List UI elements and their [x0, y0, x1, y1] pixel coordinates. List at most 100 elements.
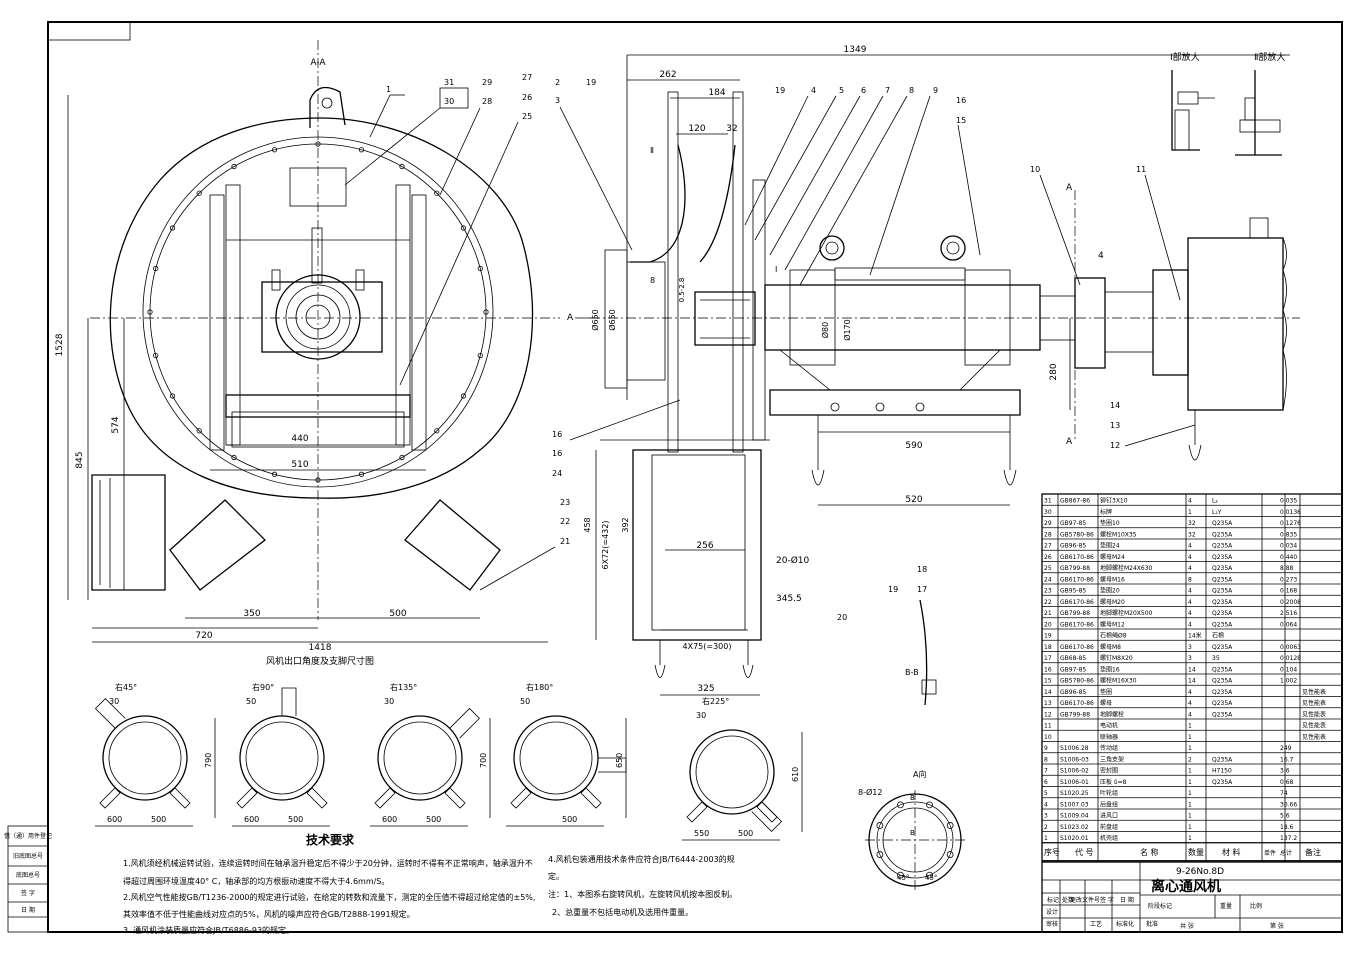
bom-cell: 1 — [1188, 835, 1192, 842]
bolt-hole — [169, 225, 176, 231]
lifting-eye-rear — [940, 235, 966, 261]
flange-hole — [926, 871, 933, 879]
bom-cell: 14 — [1044, 689, 1052, 696]
bom-cell: 19 — [1044, 633, 1052, 640]
bom-cell: 15 — [1044, 678, 1052, 685]
drawing-name: 离心通风机 — [1151, 878, 1221, 895]
bom-cell: 4 — [1188, 610, 1192, 617]
bom-cell: 电动机 — [1100, 722, 1118, 730]
bom-cell: 4 — [1188, 565, 1192, 572]
bolt-hole — [153, 352, 159, 359]
bom-cell: Q235A — [1212, 576, 1233, 583]
bom-cell: 0.835 — [1280, 531, 1297, 538]
dim-280: 280 — [1049, 363, 1059, 380]
stage-label-3: 比例 — [1250, 902, 1262, 910]
bom-cell: H7150 — [1212, 768, 1232, 775]
motor-body — [1187, 237, 1284, 411]
callout-1: 1 — [386, 85, 391, 94]
bom-cell: Q235A — [1212, 666, 1233, 673]
dim-510: 510 — [291, 460, 308, 470]
callout-16-b: 16 — [552, 449, 562, 458]
bom-cell: L₂ — [1212, 498, 1218, 505]
bom-header: 备注 — [1305, 847, 1321, 857]
strip-text-5: 日 期 — [21, 906, 35, 914]
stage-label-1: 阶段标记 — [1148, 902, 1172, 910]
bom-cell: 8 — [1044, 756, 1048, 763]
bom-cell: GB6170-86 — [1060, 621, 1094, 628]
dim-32: 32 — [726, 124, 737, 134]
rotation-dim-top: 30 — [696, 711, 706, 720]
bom-cell: 0.68 — [1280, 779, 1294, 786]
dim-0528: 0.5-2.8 — [678, 278, 686, 303]
corner-box — [47, 21, 131, 41]
bom-cell: 7 — [1044, 768, 1048, 775]
bom-cell: 249 — [1280, 745, 1292, 752]
tech-line-1: 1.风机须经机械运转试验，连续运转时间在轴承温升稳定后不得少于20分钟，运转时不… — [123, 858, 533, 868]
frame-anchor-bolts — [811, 469, 1017, 486]
flange-hole — [926, 801, 933, 809]
rotation-dim-top: 50 — [246, 697, 256, 706]
bom-cell: 0.0136 — [1280, 509, 1301, 516]
dim-650-a: Ø650 — [590, 309, 600, 331]
foot-label-2: 第 张 — [1270, 922, 1284, 930]
motor-break-line — [1282, 237, 1287, 411]
bom-cell: 叶轮组 — [1100, 789, 1118, 797]
bom-cell: S1006-02 — [1060, 768, 1089, 775]
bom-cell: GB97-85 — [1060, 520, 1086, 527]
bom-cell: 3 — [1188, 644, 1192, 651]
strip-text-1: 借（通）用件登记 — [4, 832, 52, 840]
rotation-dim-h: 650 — [615, 753, 624, 768]
bolt-hole — [358, 471, 365, 477]
dim-4: 4 — [1098, 251, 1104, 261]
bolt-hole-group — [147, 141, 489, 483]
coupling — [1074, 277, 1106, 369]
callout-13: 13 — [1110, 421, 1120, 430]
bom-header: 总计 — [1280, 849, 1292, 857]
callout-20: 20 — [837, 613, 847, 622]
bom-cell: 8.88 — [1280, 565, 1294, 572]
flange-holes — [876, 801, 954, 879]
bom-cell: 0.440 — [1280, 554, 1297, 561]
support-frame — [769, 389, 1021, 416]
technical-requirements: 技术要求 1.风机须经机械运转试验，连续运转时间在轴承温升稳定后不得少于20分钟… — [123, 832, 737, 935]
lifting-lug — [309, 86, 346, 128]
bom-cell: 垫圈10 — [1100, 519, 1120, 527]
flange-bolt-circle — [876, 801, 954, 879]
bom-cell: 26 — [1044, 554, 1052, 561]
rotation-label: 右225° — [702, 696, 729, 706]
dim-1418: 1418 — [309, 643, 332, 653]
bolt-hole — [483, 309, 489, 315]
bom-cell: S1006-03 — [1060, 756, 1089, 763]
bom-cell: 铆钉3X10 — [1100, 497, 1128, 505]
bom-cell: 11 — [1044, 723, 1052, 730]
bom-cell: Q235A — [1212, 599, 1233, 606]
dim-350: 350 — [243, 609, 260, 619]
bom-header: 代 号 — [1075, 847, 1094, 857]
bom-cell: 螺母 — [1100, 699, 1112, 707]
role-label-3: 工艺 — [1090, 920, 1102, 928]
arrow-a-bottom: A — [1066, 437, 1073, 447]
bom-cell: 1 — [1188, 790, 1192, 797]
bom-cell: 石棉 — [1212, 632, 1224, 640]
bom-cell: GB799-88 — [1060, 711, 1090, 718]
bom-cell: 0.035 — [1280, 498, 1297, 505]
bom-cell: 0.2008 — [1280, 599, 1301, 606]
bom-cell: 前盘组 — [1100, 823, 1118, 831]
bom-cell: 1 — [1188, 734, 1192, 741]
dim-262: 262 — [659, 70, 676, 80]
bom-cell: S1023.02 — [1060, 824, 1089, 831]
bom-cell: 28 — [1044, 531, 1052, 538]
bolt-hole — [399, 163, 405, 170]
bom-cell: 20 — [1044, 621, 1052, 628]
rotation-dim-w2: 500 — [562, 815, 577, 824]
bom-cell: 74 — [1280, 790, 1288, 797]
callout-27: 27 — [522, 73, 532, 82]
bolt-hole — [196, 190, 202, 196]
bom-cell: 4 — [1188, 543, 1192, 550]
bolt-hole — [477, 265, 483, 272]
callout-9: 9 — [933, 86, 938, 95]
sign-label-4: 签 字 — [1100, 896, 1114, 904]
zoom-details: Ⅰ部放大 Ⅱ部放大 — [1170, 51, 1285, 156]
bom-cell: 1 — [1188, 779, 1192, 786]
